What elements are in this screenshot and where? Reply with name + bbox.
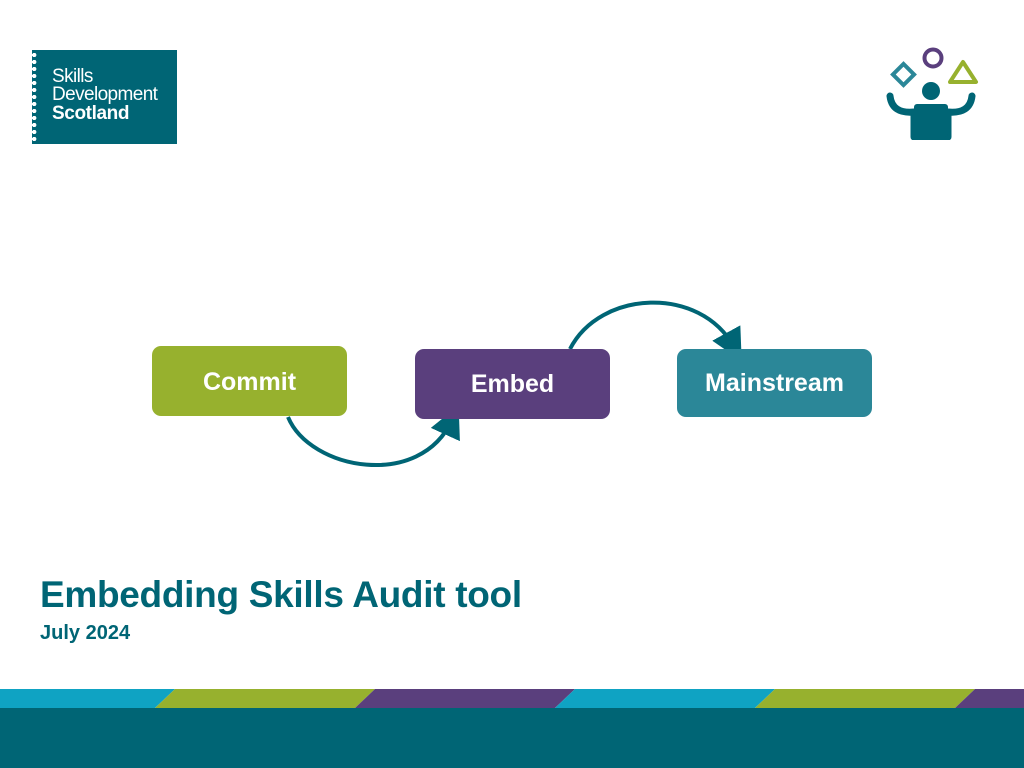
arrow-embed-to-mainstream: [568, 300, 742, 362]
logo-line-skills: Skills: [52, 66, 93, 87]
logo-line-development: Development: [52, 84, 158, 105]
step-embed-box: Embed: [415, 349, 610, 419]
sds-logo: Skills Development Scotland: [32, 50, 177, 144]
step-commit-label: Commit: [202, 368, 297, 396]
logo-line-scotland: Scotland: [52, 103, 130, 124]
arrow-commit-to-embed: [286, 405, 460, 467]
step-commit-box: Commit: [152, 346, 347, 416]
footer-stripe-band: [0, 689, 1024, 768]
step-mainstream-box: Mainstream: [677, 349, 872, 417]
step-embed-label: Embed: [470, 370, 555, 398]
page-title: Embedding Skills Audit tool: [40, 574, 522, 615]
step-mainstream-label: Mainstream: [705, 368, 844, 397]
juggler-icon: [886, 47, 978, 140]
page-date: July 2024: [40, 622, 131, 644]
